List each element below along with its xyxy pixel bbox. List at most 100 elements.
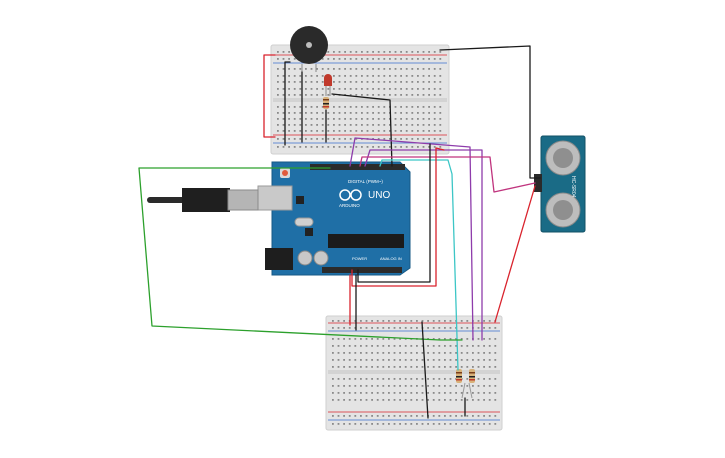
breadboard-hole[interactable] — [277, 112, 279, 114]
breadboard-hole[interactable] — [393, 399, 396, 401]
breadboard-hole[interactable] — [411, 51, 414, 53]
breadboard-hole[interactable] — [372, 106, 374, 108]
breadboard-hole[interactable] — [377, 130, 380, 132]
breadboard-hole[interactable] — [494, 415, 497, 417]
breadboard-hole[interactable] — [316, 68, 318, 70]
breadboard-hole[interactable] — [348, 423, 351, 425]
breadboard-hole[interactable] — [316, 124, 318, 126]
breadboard-hole[interactable] — [393, 385, 396, 387]
breadboard-hole[interactable] — [365, 338, 368, 340]
breadboard-hole[interactable] — [382, 366, 385, 368]
breadboard-hole[interactable] — [488, 338, 491, 340]
breadboard-hole[interactable] — [389, 88, 391, 90]
breadboard-hole[interactable] — [439, 106, 442, 108]
wire-red-sensor-vcc[interactable] — [494, 185, 536, 323]
breadboard-hole[interactable] — [354, 415, 357, 417]
breadboard-hole[interactable] — [494, 385, 497, 387]
breadboard-hole[interactable] — [316, 94, 318, 96]
breadboard-hole[interactable] — [293, 94, 296, 96]
breadboard-hole[interactable] — [337, 352, 340, 354]
wire-black-buzzer[interactable] — [284, 61, 291, 146]
breadboard-hole[interactable] — [277, 75, 279, 77]
breadboard-hole[interactable] — [455, 338, 457, 340]
breadboard-hole[interactable] — [360, 385, 362, 387]
breadboard-hole[interactable] — [417, 130, 419, 132]
breadboard-hole[interactable] — [293, 130, 296, 132]
breadboard-hole[interactable] — [349, 106, 352, 108]
breadboard-hole[interactable] — [427, 366, 429, 368]
breadboard-hole[interactable] — [393, 320, 396, 322]
breadboard-hole[interactable] — [438, 423, 441, 425]
breadboard-hole[interactable] — [321, 58, 324, 60]
breadboard-hole[interactable] — [427, 327, 429, 329]
breadboard-hole[interactable] — [344, 130, 346, 132]
breadboard-hole[interactable] — [477, 392, 480, 394]
breadboard-hole[interactable] — [376, 378, 379, 380]
breadboard-hole[interactable] — [344, 146, 346, 148]
breadboard-hole[interactable] — [316, 138, 318, 140]
breadboard-hole[interactable] — [388, 359, 390, 361]
breadboard-hole[interactable] — [288, 130, 290, 132]
breadboard-hole[interactable] — [411, 138, 414, 140]
breadboard-hole[interactable] — [316, 81, 318, 83]
breadboard-hole[interactable] — [421, 320, 424, 322]
breadboard-hole[interactable] — [349, 118, 352, 120]
breadboard-hole[interactable] — [388, 385, 390, 387]
breadboard-hole[interactable] — [404, 399, 407, 401]
breadboard-hole[interactable] — [432, 352, 435, 354]
wire-cyan[interactable] — [379, 159, 459, 371]
breadboard-hole[interactable] — [327, 58, 330, 60]
breadboard-hole[interactable] — [371, 385, 373, 387]
breadboard-hole[interactable] — [321, 94, 324, 96]
breadboard-hole[interactable] — [277, 51, 279, 53]
breadboard-hole[interactable] — [383, 146, 386, 148]
breadboard-hole[interactable] — [388, 399, 390, 401]
breadboard-hole[interactable] — [299, 75, 302, 77]
breadboard-hole[interactable] — [422, 130, 425, 132]
breadboard-hole[interactable] — [348, 415, 351, 417]
breadboard-hole[interactable] — [411, 81, 414, 83]
breadboard-hole[interactable] — [277, 146, 279, 148]
breadboard-hole[interactable] — [394, 124, 397, 126]
breadboard-hole[interactable] — [288, 112, 290, 114]
breadboard-hole[interactable] — [483, 399, 485, 401]
breadboard-hole[interactable] — [366, 68, 369, 70]
breadboard-hole[interactable] — [332, 345, 334, 347]
breadboard-hole[interactable] — [399, 320, 401, 322]
red-led[interactable] — [324, 74, 332, 96]
breadboard-hole[interactable] — [288, 81, 290, 83]
breadboard-hole[interactable] — [488, 415, 491, 417]
breadboard-hole[interactable] — [405, 124, 408, 126]
breadboard-hole[interactable] — [338, 146, 341, 148]
breadboard-hole[interactable] — [310, 94, 313, 96]
breadboard-hole[interactable] — [293, 146, 296, 148]
breadboard-hole[interactable] — [372, 81, 374, 83]
breadboard-hole[interactable] — [354, 327, 357, 329]
breadboard-hole[interactable] — [366, 112, 369, 114]
breadboard-hole[interactable] — [405, 118, 408, 120]
wire-red-5v[interactable] — [351, 147, 445, 287]
breadboard-hole[interactable] — [422, 138, 425, 140]
breadboard-hole[interactable] — [372, 88, 374, 90]
breadboard-hole[interactable] — [361, 124, 363, 126]
breadboard-hole[interactable] — [422, 112, 425, 114]
breadboard-hole[interactable] — [365, 399, 368, 401]
breadboard-hole[interactable] — [321, 118, 324, 120]
breadboard-hole[interactable] — [361, 130, 363, 132]
breadboard-hole[interactable] — [354, 338, 357, 340]
breadboard-hole[interactable] — [372, 146, 374, 148]
breadboard-hole[interactable] — [439, 112, 442, 114]
breadboard-hole[interactable] — [488, 359, 491, 361]
breadboard-hole[interactable] — [433, 124, 436, 126]
breadboard-hole[interactable] — [344, 75, 346, 77]
breadboard-hole[interactable] — [400, 58, 402, 60]
breadboard-hole[interactable] — [433, 112, 436, 114]
breadboard-hole[interactable] — [344, 68, 346, 70]
breadboard-hole[interactable] — [422, 88, 425, 90]
breadboard-hole[interactable] — [421, 385, 424, 387]
breadboard-hole[interactable] — [372, 112, 374, 114]
breadboard-hole[interactable] — [382, 345, 385, 347]
breadboard-hole[interactable] — [449, 392, 452, 394]
breadboard-hole[interactable] — [428, 81, 430, 83]
breadboard-hole[interactable] — [338, 112, 341, 114]
